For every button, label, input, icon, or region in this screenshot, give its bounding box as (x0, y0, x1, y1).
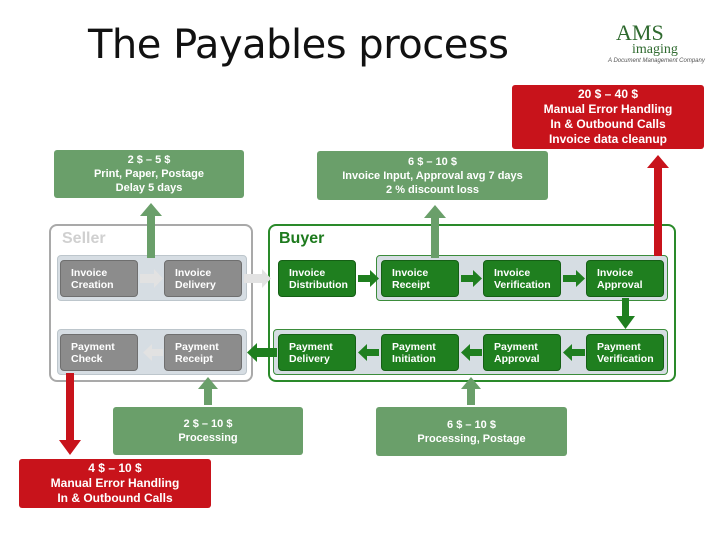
buyer-label: Buyer (279, 230, 325, 247)
cost-amount: 20 $ – 40 $ (577, 87, 639, 101)
arrow-up-to-input-cost (424, 205, 446, 258)
cost-detail: Invoice Input, Approval avg 7 days (342, 169, 523, 182)
arrow-initiation-to-delivery (358, 344, 379, 361)
step-invoice-receipt: Invoice Receipt (381, 260, 459, 297)
cost-box-invoice-input: 6 $ – 10 $ Invoice Input, Approval avg 7… (317, 151, 548, 200)
step-label: Initiation (392, 353, 436, 365)
step-label: Invoice (71, 267, 108, 279)
step-label: Invoice (289, 267, 326, 279)
cost-detail: Processing, Postage (417, 432, 526, 445)
cost-amount: 2 $ – 10 $ (183, 418, 233, 430)
step-label: Invoice (175, 267, 212, 279)
arrow-up-to-error-top (647, 155, 669, 256)
cost-box-print: 2 $ – 5 $ Print, Paper, Postage Delay 5 … (54, 150, 244, 198)
step-label: Approval (494, 353, 540, 365)
arrow-down-to-error-bottom (59, 373, 81, 455)
cost-box-error-bottom: 4 $ – 10 $ Manual Error Handling In & Ou… (19, 459, 211, 508)
step-label: Invoice (597, 267, 634, 279)
step-payment-delivery: Payment Delivery (278, 334, 356, 371)
cost-amount: 6 $ – 10 $ (408, 155, 457, 168)
cost-amount: 2 $ – 5 $ (127, 154, 171, 166)
step-label: Check (71, 353, 103, 365)
step-label: Creation (71, 279, 114, 291)
cost-box-processing-buyer: 6 $ – 10 $ Processing, Postage (376, 407, 567, 456)
arrow-approval-to-initiation (461, 344, 482, 361)
arrow-verification-to-approval-payment (563, 344, 585, 361)
step-label: Payment (71, 341, 115, 353)
cost-detail: Delay 5 days (115, 182, 183, 194)
cost-box-processing-seller: 2 $ – 10 $ Processing (113, 407, 303, 455)
step-label: Payment (289, 341, 333, 353)
cost-amount: 4 $ – 10 $ (88, 461, 142, 475)
step-invoice-creation: Invoice Creation (60, 260, 138, 297)
step-payment-receipt: Payment Receipt (164, 334, 242, 371)
arrow-creation-to-delivery (140, 269, 163, 288)
step-invoice-distribution: Invoice Distribution (278, 260, 356, 297)
page-title: The Payables process (88, 22, 509, 68)
step-label: Payment (392, 341, 436, 353)
step-label: Distribution (289, 279, 348, 291)
cost-detail: Processing (178, 432, 238, 444)
arrow-delivery-to-distribution (244, 269, 271, 288)
step-label: Verification (494, 279, 551, 291)
arrow-delivery-to-receipt (247, 343, 277, 362)
cost-detail: In & Outbound Calls (57, 491, 173, 505)
seller-label: Seller (62, 230, 106, 247)
step-label: Payment (175, 341, 219, 353)
step-label: Delivery (175, 279, 216, 291)
step-payment-check: Payment Check (60, 334, 138, 371)
logo-brand: AMS (616, 20, 664, 45)
step-invoice-verification: Invoice Verification (483, 260, 561, 297)
step-invoice-approval: Invoice Approval (586, 260, 664, 297)
cost-detail: In & Outbound Calls (550, 117, 666, 131)
company-logo: AMS imaging A Document Management Compan… (598, 18, 710, 70)
step-label: Receipt (392, 279, 430, 291)
step-label: Invoice (494, 267, 531, 279)
logo-tagline: A Document Management Company (608, 58, 705, 64)
step-label: Verification (597, 353, 654, 365)
cost-amount: 6 $ – 10 $ (447, 418, 496, 431)
step-label: Delivery (289, 353, 330, 365)
arrow-verification-to-approval (563, 270, 585, 287)
cost-detail: 2 % discount loss (386, 183, 479, 196)
arrow-approval-to-payment-verification (616, 298, 635, 329)
logo-sub: imaging (632, 42, 678, 57)
step-label: Payment (494, 341, 538, 353)
cost-detail: Manual Error Handling (50, 476, 180, 490)
step-payment-approval: Payment Approval (483, 334, 561, 371)
arrow-receipt-to-verification (461, 270, 482, 287)
arrow-up-from-processing-seller (198, 377, 218, 405)
arrow-up-to-print-cost (140, 203, 162, 258)
arrow-receipt-to-check (143, 344, 163, 361)
step-payment-verification: Payment Verification (586, 334, 664, 371)
step-label: Payment (597, 341, 641, 353)
step-label: Approval (597, 279, 643, 291)
cost-box-error-top: 20 $ – 40 $ Manual Error Handling In & O… (512, 85, 704, 149)
arrow-distribution-to-receipt (358, 270, 379, 287)
cost-detail: Print, Paper, Postage (93, 168, 205, 180)
arrow-up-from-processing-buyer (461, 377, 481, 405)
cost-detail: Manual Error Handling (543, 102, 673, 116)
step-payment-initiation: Payment Initiation (381, 334, 459, 371)
step-label: Invoice (392, 267, 429, 279)
step-invoice-delivery: Invoice Delivery (164, 260, 242, 297)
step-label: Receipt (175, 353, 213, 365)
cost-detail: Invoice data cleanup (548, 132, 668, 146)
